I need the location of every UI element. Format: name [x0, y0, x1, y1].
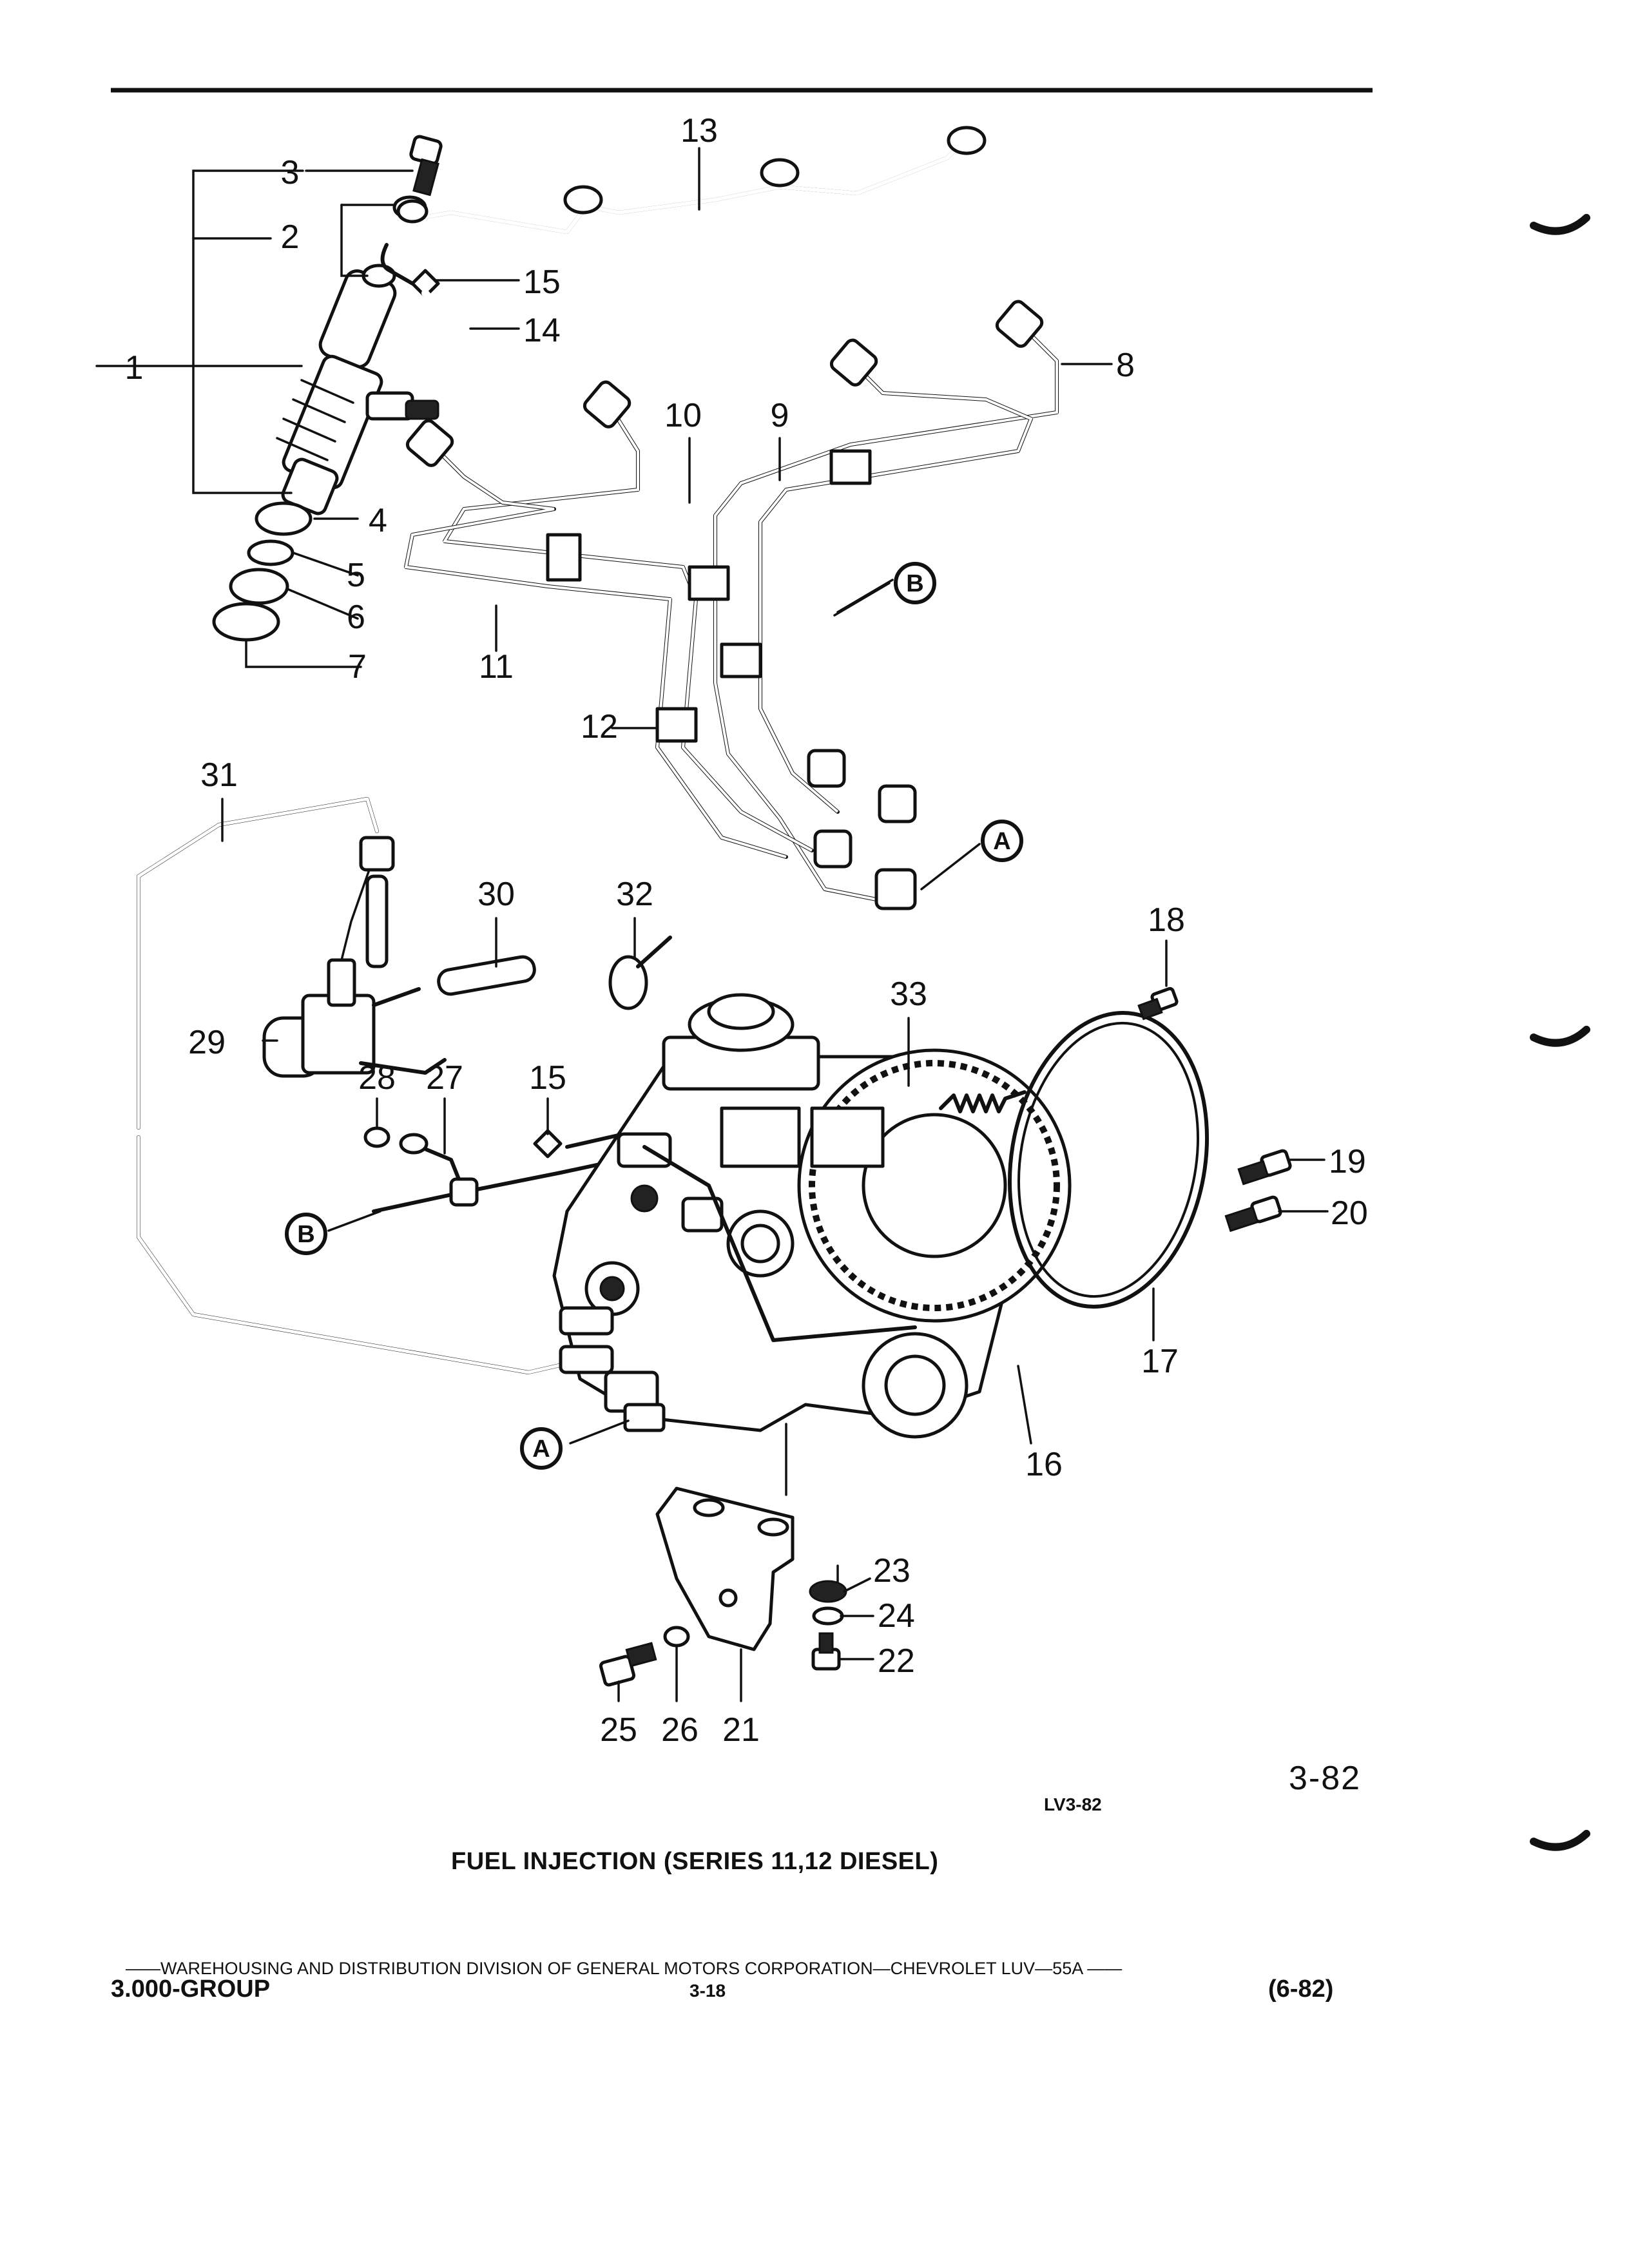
figure-number: 3-82: [1289, 1760, 1362, 1797]
callout-32: 32: [616, 876, 653, 913]
fitting-20: [1224, 1195, 1282, 1233]
seal-6: [229, 568, 289, 605]
pump-gasket: [1007, 1011, 1210, 1309]
callout-31: 31: [200, 756, 238, 794]
leak-off-pipe: [380, 126, 987, 285]
washer-28: [363, 1126, 390, 1148]
callout-28: 28: [358, 1059, 396, 1097]
pipe-clamp-3: [688, 565, 730, 601]
callout-13: 13: [680, 112, 718, 149]
callout-9: 9: [771, 397, 789, 434]
callout-bracket-1: [95, 169, 414, 668]
illustration-code: LV3-82: [1044, 1794, 1102, 1814]
callout-4: 4: [369, 502, 387, 539]
fitting-18: [1137, 986, 1179, 1021]
ref-a-lower: A: [520, 1427, 563, 1470]
callout-24: 24: [878, 1597, 915, 1635]
callout-15-lower: 15: [529, 1059, 566, 1097]
callout-7: 7: [348, 648, 367, 686]
lock-washer-24: [812, 1606, 844, 1626]
callout-23: 23: [873, 1552, 911, 1590]
footer-group: 3.000-GROUP: [111, 1975, 271, 2003]
callout-29: 29: [188, 1024, 226, 1061]
callout-3: 3: [281, 154, 300, 191]
callout-15-upper: 15: [523, 264, 561, 301]
callout-5: 5: [347, 557, 365, 594]
callout-2: 2: [281, 218, 300, 256]
return-spring: [939, 1090, 1027, 1113]
ref-b-upper: B: [833, 562, 936, 617]
callout-21: 21: [722, 1711, 760, 1749]
callout-10: 10: [664, 397, 702, 434]
callout-16: 16: [1025, 1446, 1063, 1483]
bolt-25: [599, 1642, 657, 1687]
callout-33: 33: [890, 975, 927, 1013]
injection-pump: [552, 993, 1072, 1439]
pump-bracket: [655, 1486, 795, 1651]
svg-text:A: A: [993, 828, 1010, 855]
washer-23: [809, 1580, 847, 1603]
bolt-22: [811, 1632, 841, 1671]
injector-nozzle: [276, 269, 439, 515]
callout-6: 6: [347, 599, 365, 636]
leak-off-hose: [423, 291, 833, 620]
fuel-cut-solenoid: [262, 836, 447, 1078]
washer-5: [247, 539, 294, 566]
callout-20: 20: [1331, 1195, 1368, 1232]
binder-mark-3: [1530, 1830, 1590, 1851]
callout-25: 25: [600, 1711, 637, 1749]
callout-27: 27: [426, 1059, 463, 1097]
callout-1: 1: [125, 349, 144, 387]
svg-text:B: B: [297, 1221, 314, 1248]
callout-17: 17: [1141, 1343, 1179, 1380]
banjo-bolt: [409, 135, 443, 197]
pipe-clamp-5: [655, 707, 698, 743]
hose-clip-upper: [410, 269, 440, 298]
callout-22: 22: [878, 1642, 915, 1680]
o-ring-4: [255, 501, 313, 536]
binder-mark-1: [1530, 214, 1590, 235]
fitting-19: [1237, 1149, 1292, 1186]
pipe-clamp-1: [829, 449, 872, 485]
pipe-clamp-4: [720, 642, 762, 678]
callout-11: 11: [479, 648, 514, 686]
ref-a-upper: A: [981, 820, 1023, 862]
washer-26: [663, 1626, 690, 1648]
footer-line: ——WAREHOUSING AND DISTRIBUTION DIVISION …: [126, 1959, 1123, 1978]
hose-clamp-32: [608, 955, 648, 1010]
callout-19: 19: [1329, 1143, 1366, 1180]
footer-page: 3-18: [689, 1981, 726, 2001]
injection-pipes: [404, 300, 1059, 910]
callout-18: 18: [1148, 901, 1185, 939]
hose-clip-lower: [533, 1129, 563, 1158]
ref-b-lower: B: [285, 1213, 327, 1255]
callout-26: 26: [661, 1711, 699, 1749]
gasket-7: [212, 602, 280, 642]
binder-mark-2: [1530, 1026, 1590, 1047]
svg-text:A: A: [532, 1436, 550, 1463]
pipe-clamp-2: [546, 533, 582, 582]
callout-14: 14: [523, 312, 561, 349]
leader-lines: [221, 147, 1329, 1702]
figure-title: FUEL INJECTION (SERIES 11,12 DIESEL): [451, 1848, 939, 1875]
callout-12: 12: [581, 708, 618, 745]
svg-text:B: B: [906, 570, 923, 597]
callout-8: 8: [1116, 347, 1135, 384]
footer-date: (6-82): [1268, 1975, 1334, 2003]
rubber-hose: [437, 955, 536, 996]
callout-30: 30: [477, 876, 515, 913]
